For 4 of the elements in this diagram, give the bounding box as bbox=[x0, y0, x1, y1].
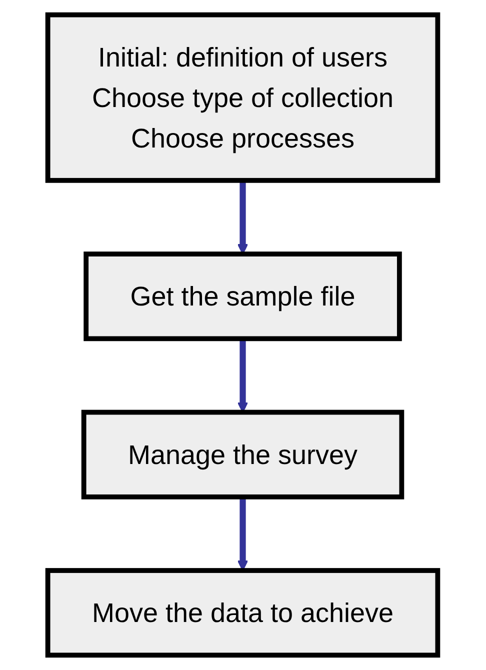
process-box: Get the sample file bbox=[84, 252, 402, 342]
process-box: Manage the survey bbox=[82, 410, 404, 500]
process-box: Move the data to achieve bbox=[46, 568, 440, 658]
process-box: Initial: definition of users Choose type of collection Choose processes bbox=[46, 12, 440, 183]
